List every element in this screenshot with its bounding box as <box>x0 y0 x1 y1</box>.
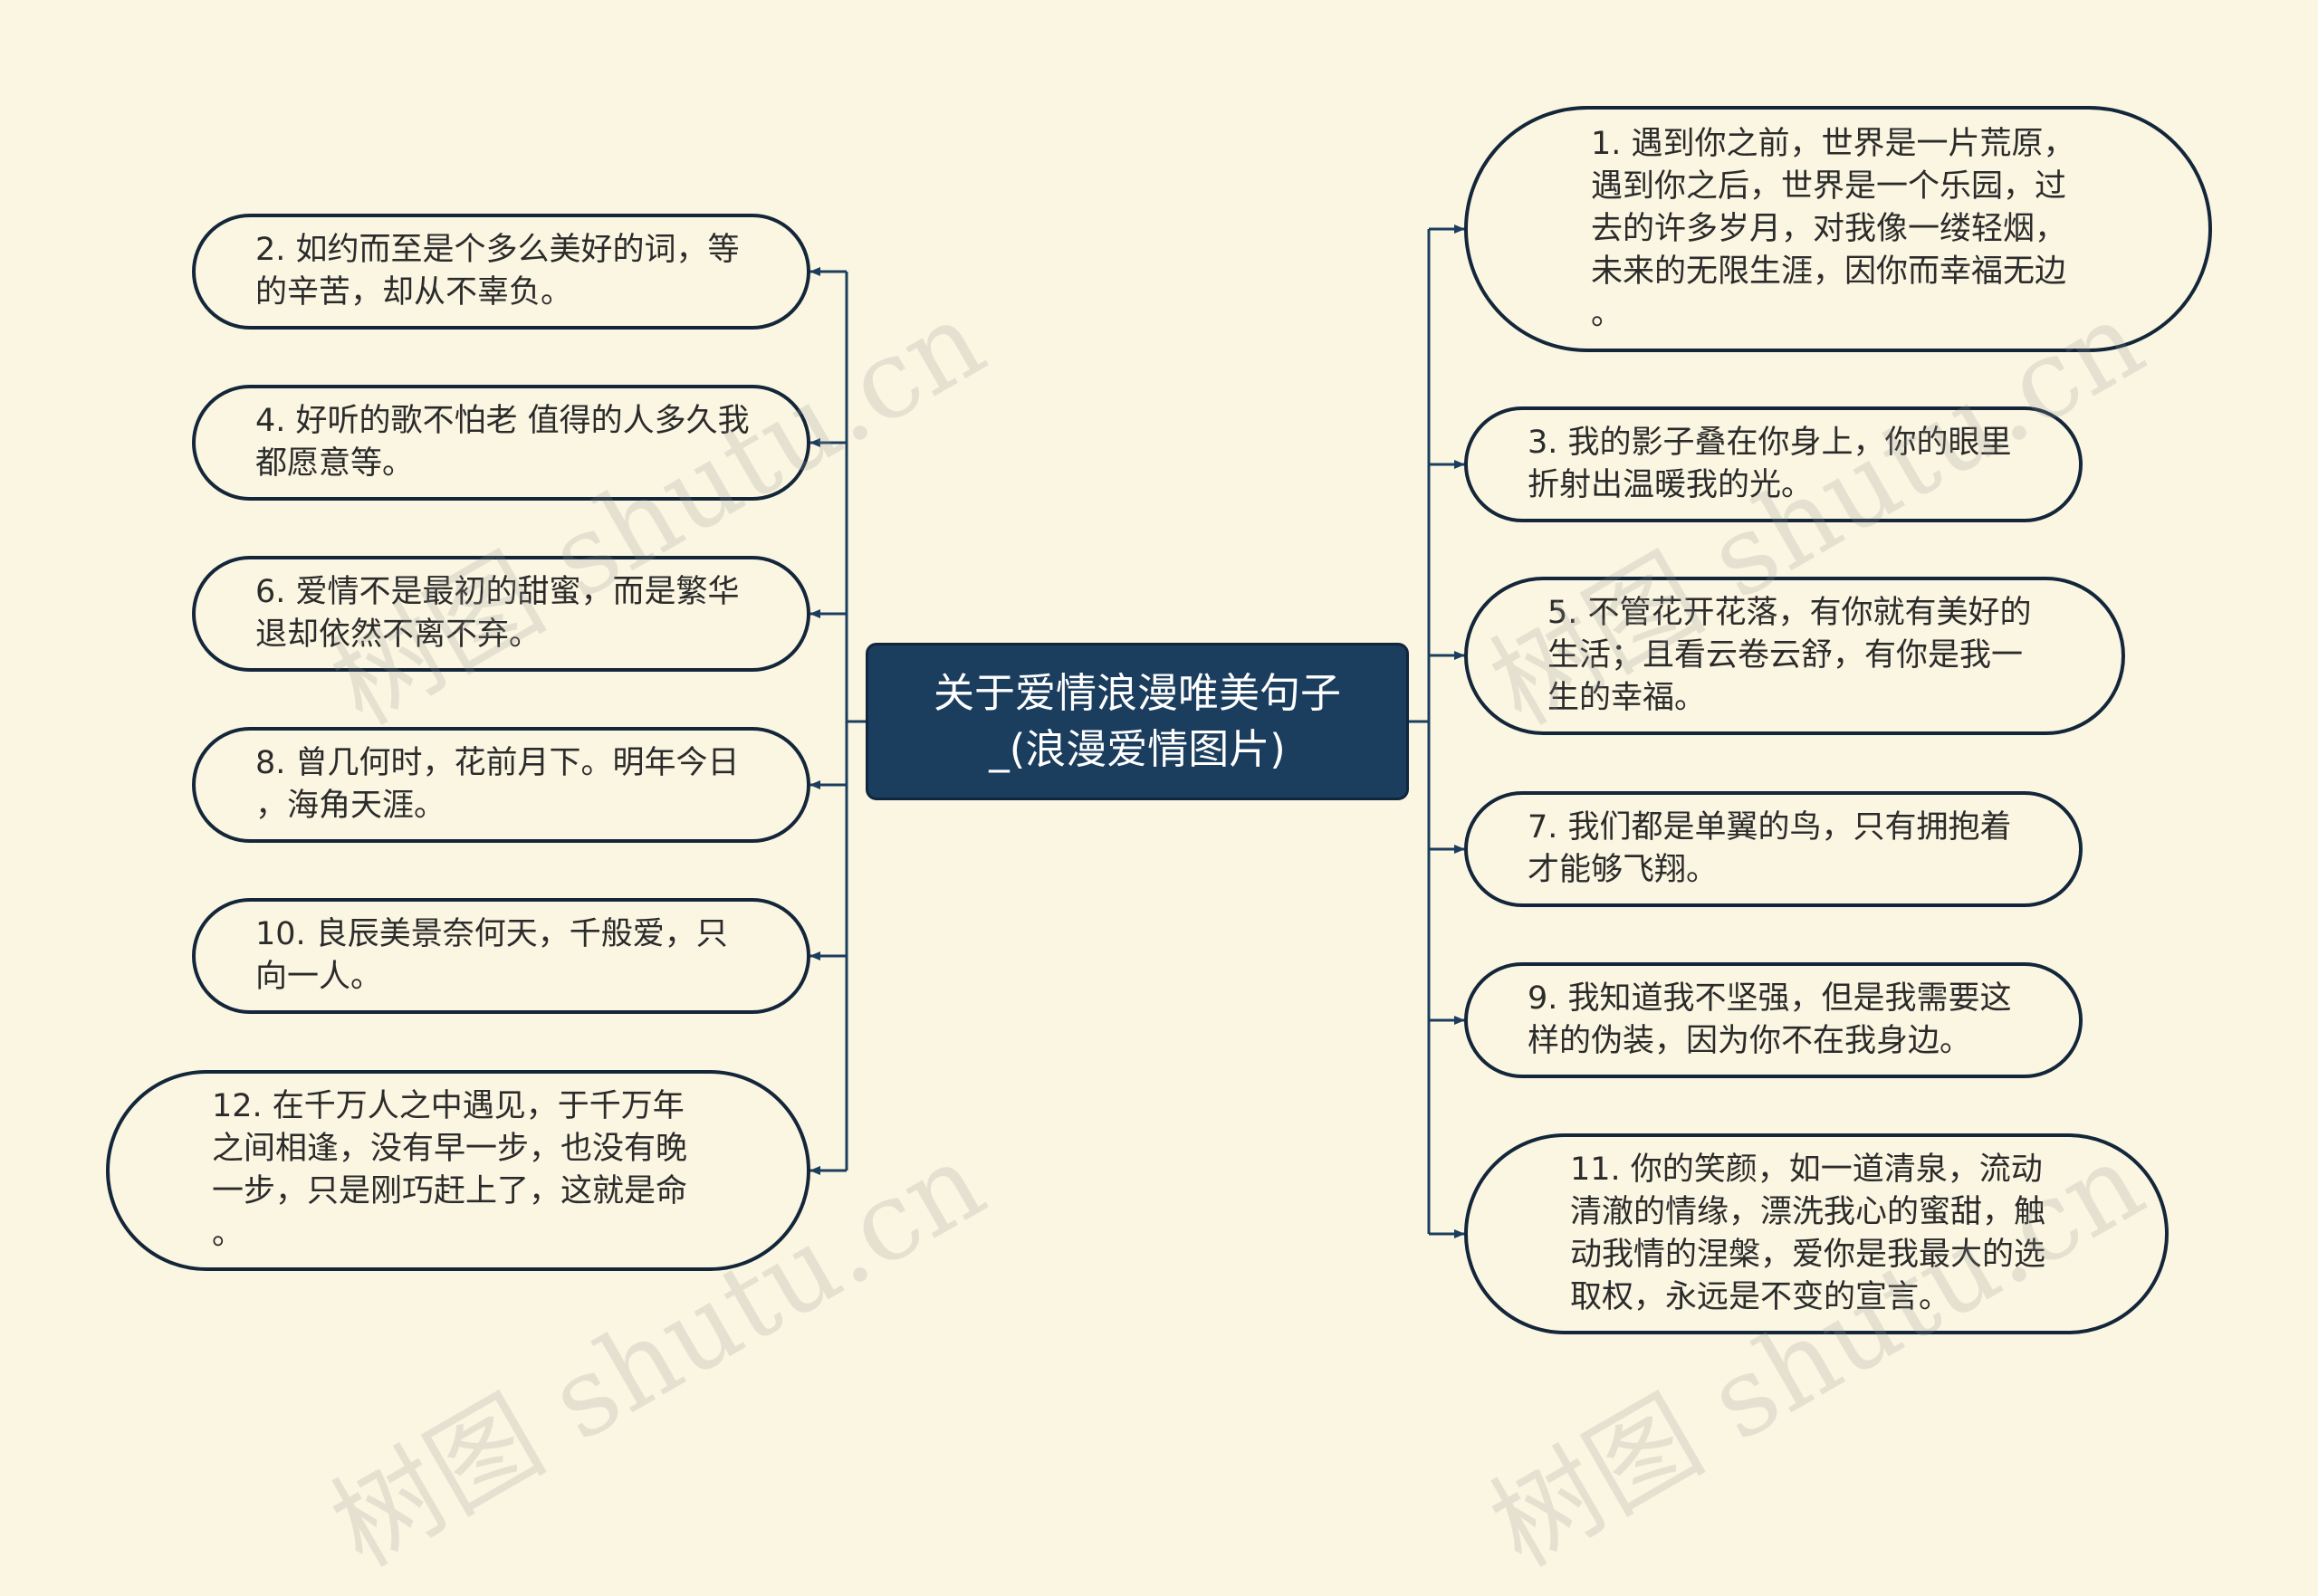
node-text: 1. 遇到你之前，世界是一片荒原， 遇到你之后，世界是一个乐园，过 去的许多岁月… <box>1591 125 2075 332</box>
left-node-2[interactable]: 2. 如约而至是个多么美好的词，等 的辛苦，却从不辜负。 <box>192 214 810 330</box>
node-text: 8. 曾几何时，花前月下。明年今日 ，海角天涯。 <box>255 745 740 824</box>
central-topic[interactable]: 关于爱情浪漫唯美句子_(浪漫爱情图片) <box>866 643 1409 800</box>
right-node-5[interactable]: 5. 不管花开花落，有你就有美好的 生活；且看云卷云舒，有你是我一 生的幸福。 <box>1464 577 2125 735</box>
left-node-6[interactable]: 6. 爱情不是最初的甜蜜，而是繁华 退却依然不离不弃。 <box>192 556 810 672</box>
central-topic-label: 关于爱情浪漫唯美句子_(浪漫爱情图片) <box>933 669 1341 773</box>
node-text: 2. 如约而至是个多么美好的词，等 的辛苦，却从不辜负。 <box>255 232 740 311</box>
right-node-3[interactable]: 3. 我的影子叠在你身上，你的眼里 折射出温暖我的光。 <box>1464 406 2083 522</box>
node-text: 9. 我知道我不坚强，但是我需要这 样的伪装，因为你不在我身边。 <box>1528 980 2012 1059</box>
node-text: 5. 不管花开花落，有你就有美好的 生活；且看云卷云舒，有你是我一 生的幸福。 <box>1547 595 2032 716</box>
node-text: 12. 在千万人之中遇见，于千万年 之间相逢，没有早一步，也没有晚 一步，只是刚… <box>212 1088 688 1252</box>
node-text: 3. 我的影子叠在你身上，你的眼里 折射出温暖我的光。 <box>1528 425 2012 503</box>
right-node-1[interactable]: 1. 遇到你之前，世界是一片荒原， 遇到你之后，世界是一个乐园，过 去的许多岁月… <box>1464 106 2212 352</box>
right-node-9[interactable]: 9. 我知道我不坚强，但是我需要这 样的伪装，因为你不在我身边。 <box>1464 962 2083 1078</box>
node-text: 7. 我们都是单翼的鸟，只有拥抱着 才能够飞翔。 <box>1528 809 2012 888</box>
node-text: 4. 好听的歌不怕老 值得的人多久我 都愿意等。 <box>255 403 750 482</box>
node-text: 10. 良辰美景奈何天，千般爱，只 向一人。 <box>255 916 728 995</box>
left-node-4[interactable]: 4. 好听的歌不怕老 值得的人多久我 都愿意等。 <box>192 385 810 501</box>
left-node-12[interactable]: 12. 在千万人之中遇见，于千万年 之间相逢，没有早一步，也没有晚 一步，只是刚… <box>106 1070 810 1271</box>
left-node-10[interactable]: 10. 良辰美景奈何天，千般爱，只 向一人。 <box>192 898 810 1014</box>
right-node-11[interactable]: 11. 你的笑颜，如一道清泉，流动 清澈的情缘，漂洗我心的蜜甜，触 动我情的涅槃… <box>1464 1133 2169 1334</box>
node-text: 6. 爱情不是最初的甜蜜，而是繁华 退却依然不离不弃。 <box>255 574 740 653</box>
connector-lines <box>809 225 1465 1238</box>
right-node-7[interactable]: 7. 我们都是单翼的鸟，只有拥抱着 才能够飞翔。 <box>1464 791 2083 907</box>
node-text: 11. 你的笑颜，如一道清泉，流动 清澈的情缘，漂洗我心的蜜甜，触 动我情的涅槃… <box>1570 1152 2046 1315</box>
left-node-8[interactable]: 8. 曾几何时，花前月下。明年今日 ，海角天涯。 <box>192 727 810 843</box>
